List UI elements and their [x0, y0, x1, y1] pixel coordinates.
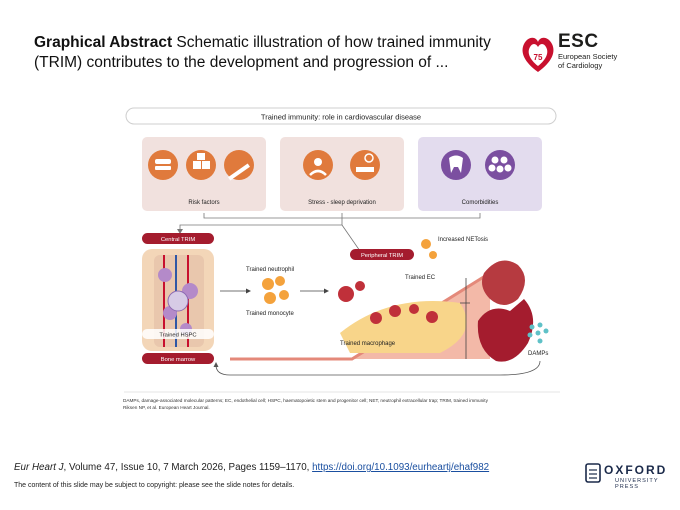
damps-label: DAMPs [528, 351, 548, 357]
increased-netosis-label: Increased NETosis [438, 237, 488, 243]
doi-link[interactable]: https://doi.org/10.1093/eurheartj/ehaf98… [312, 462, 490, 473]
title-text: Schematic illustration of how trained im… [34, 34, 491, 71]
citation: Eur Heart J, Volume 47, Issue 10, 7 Marc… [14, 462, 489, 473]
oup-sub: UNIVERSITY PRESS [615, 478, 659, 490]
citation-details: , Volume 47, Issue 10, 7 March 2026, Pag… [63, 462, 313, 473]
trained-ec-label: Trained EC [405, 275, 436, 281]
trained-monocyte-label: Trained monocyte [246, 311, 294, 317]
abstract-caption: DAMPs, damage-associated molecular patte… [123, 398, 563, 411]
esc-line1: European Society [558, 52, 618, 61]
caption-abbreviations: DAMPs, damage-associated molecular patte… [123, 398, 488, 403]
trained-hspc-label: Trained HSPC [159, 333, 196, 339]
cells-icon [485, 150, 515, 180]
esc-line2: of Cardiology [558, 60, 603, 70]
burger-icon [148, 150, 178, 180]
copyright-notice: The content of this slide may be subject… [14, 482, 295, 489]
esc-wordmark: ESC European Society of Cardiology [558, 31, 617, 70]
panel-comorbidities-label: Comorbidities [462, 200, 499, 206]
oup-crest-icon [585, 463, 601, 483]
caption-credit: Riksen NP, et al. European Heart Journal… [123, 404, 210, 410]
trained-macrophage-label: Trained macrophage [340, 341, 396, 347]
banner-text: Trained immunity: role in cardiovascular… [261, 113, 421, 122]
oup-logo: OXFORD UNIVERSITY PRESS [584, 462, 668, 490]
cigarette-icon [224, 150, 254, 180]
heart-icon [477, 299, 534, 362]
brain-icon [482, 260, 525, 305]
panel-risk-factors-label: Risk factors [188, 200, 219, 206]
esc-badge: 75 [534, 53, 543, 62]
peripheral-trim-label: Peripheral TRIM [361, 253, 403, 259]
sleep-icon [350, 150, 380, 180]
graphical-abstract: Trained immunity: role in cardiovascular… [124, 107, 560, 393]
journal-name: Eur Heart J [14, 462, 64, 473]
esc-logo: 75 [522, 37, 554, 72]
panel-stress-label: Stress - sleep deprivation [308, 200, 376, 206]
esc-acronym: ESC [558, 31, 599, 52]
oup-name: OXFORD [604, 463, 668, 477]
title-bold: Graphical Abstract [34, 34, 173, 51]
slide-title: Graphical Abstract Schematic illustratio… [34, 33, 494, 73]
bone-marrow-label: Bone marrow [161, 357, 196, 363]
central-trim-label: Central TRIM [161, 237, 196, 243]
trained-neutrophil-label: Trained neutrophil [246, 267, 294, 273]
